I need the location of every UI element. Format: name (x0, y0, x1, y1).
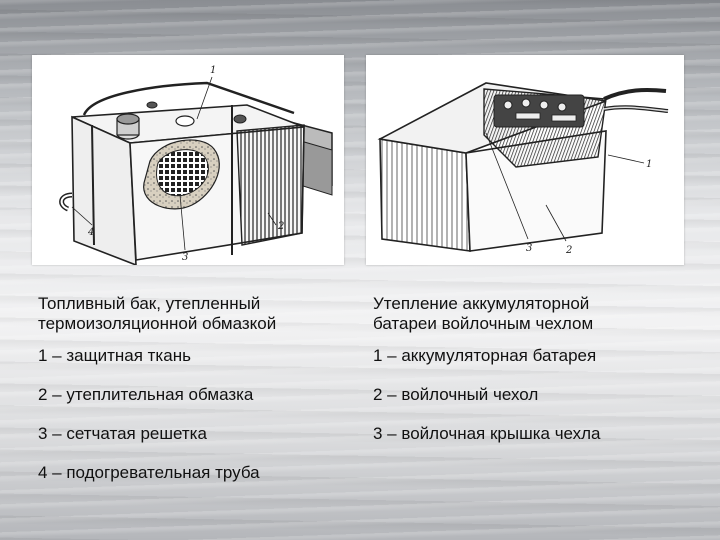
battery-heading: Утепление аккумуляторной батареи войлочн… (373, 294, 693, 334)
fuel-tank-legend: Топливный бак, утепленный термоизоляцион… (38, 294, 358, 502)
battery-heading-line-1: Утепление аккумуляторной (373, 294, 590, 313)
fuel-tank-callout-2: 2 (277, 221, 284, 232)
battery-legend-item: 3 – войлочная крышка чехла (373, 424, 601, 443)
battery-callout-3: 3 (526, 243, 532, 254)
fuel-tank-legend-item: 3 – сетчатая решетка (38, 424, 207, 443)
battery-callout-1: 1 (646, 159, 652, 170)
fuel-tank-legend-item: 2 – утеплительная обмазка (38, 385, 254, 404)
battery-drawing: 1 2 3 (377, 82, 669, 256)
fuel-tank-legend-item: 1 – защитная ткань (38, 346, 191, 365)
fuel-tank-callout-3: 3 (182, 252, 188, 263)
fuel-tank-drawing: 1 2 3 4 (59, 65, 333, 265)
fuel-tank-legend-item: 4 – подогревательная труба (38, 463, 260, 482)
fuel-tank-heading-line-1: Топливный бак, утепленный (38, 294, 261, 313)
battery-heading-line-2: батареи войлочным чехлом (373, 314, 594, 333)
battery-legend-item: 2 – войлочный чехол (373, 385, 539, 404)
battery-callout-2: 2 (565, 245, 572, 256)
fuel-tank-callout-1: 1 (210, 65, 216, 76)
battery-legend: Утепление аккумуляторной батареи войлочн… (373, 294, 693, 463)
fuel-tank-callout-4: 4 (87, 227, 94, 238)
fuel-tank-illustration: 1 2 3 4 (32, 55, 344, 265)
battery-legend-item: 1 – аккумуляторная батарея (373, 346, 597, 365)
battery-illustration: 1 2 3 (366, 55, 684, 265)
fuel-tank-heading-line-2: термоизоляционной обмазкой (38, 314, 277, 333)
fuel-tank-heading: Топливный бак, утепленный термоизоляцион… (38, 294, 358, 334)
